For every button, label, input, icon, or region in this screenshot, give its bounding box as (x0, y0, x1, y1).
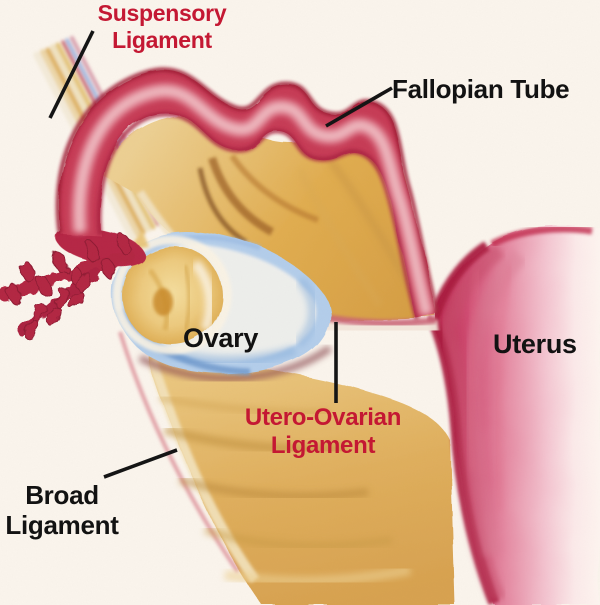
label-suspensory-ligament: Suspensory Ligament (62, 0, 262, 53)
label-broad-ligament: Broad Ligament (0, 480, 142, 540)
label-line: Ligament (112, 26, 212, 53)
label-line: Utero-Ovarian (244, 404, 402, 431)
label-ovary: Ovary (183, 323, 259, 353)
broad-leader-line (103, 448, 178, 479)
fallopian-leader-line (325, 86, 393, 128)
label-line: Suspensory (97, 0, 227, 26)
label-line: Broad (25, 480, 99, 510)
leader-lines (48, 30, 393, 479)
label-line: Ligament (270, 431, 376, 459)
label-uterus: Uterus (493, 329, 577, 359)
suspensory-leader-line (48, 30, 95, 119)
label-utero-ovarian-ligament: Utero-Ovarian Ligament (213, 404, 433, 460)
label-line: Ligament (5, 510, 119, 541)
label-fallopian-tube: Fallopian Tube (392, 74, 570, 104)
